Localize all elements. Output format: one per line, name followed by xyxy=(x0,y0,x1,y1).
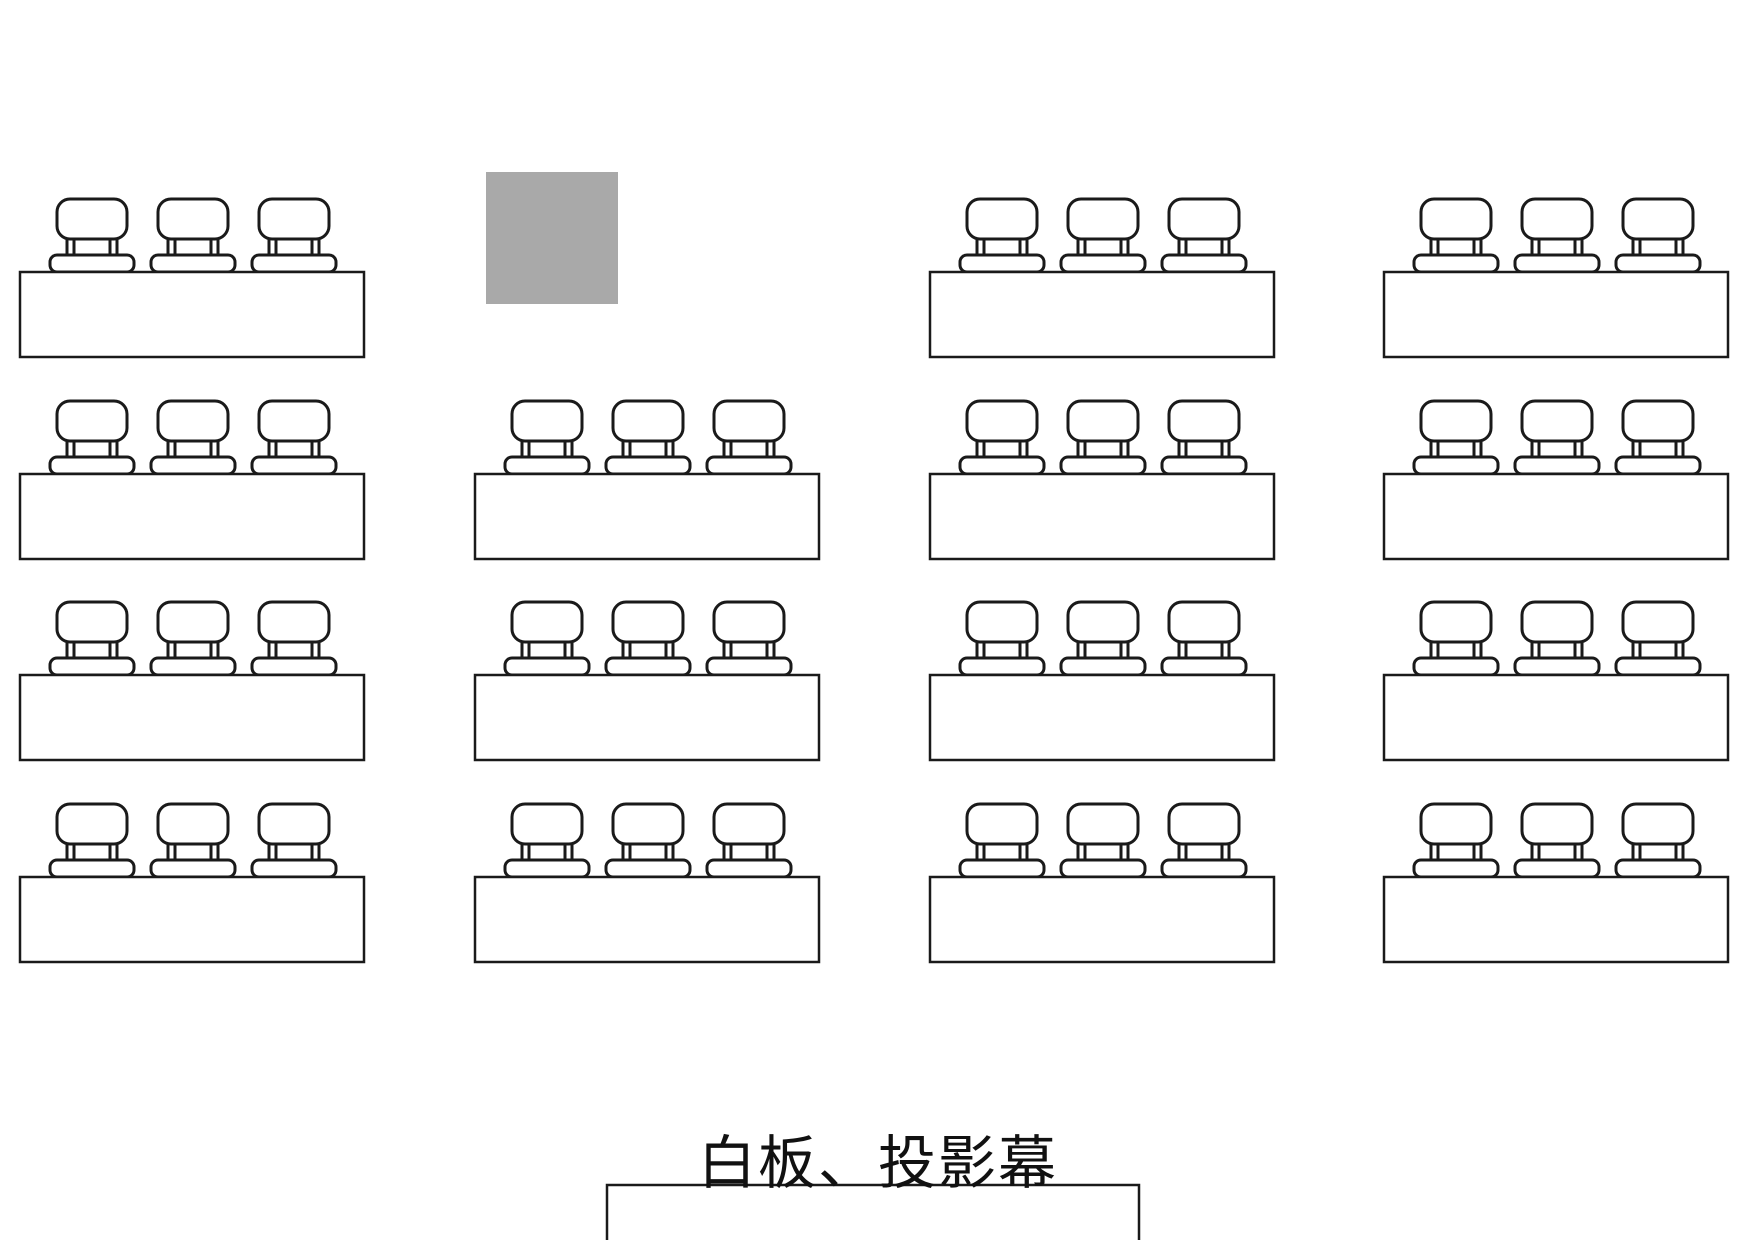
chair-icon xyxy=(1614,399,1702,476)
chair-icon xyxy=(604,600,692,677)
desk xyxy=(473,673,821,762)
chair-icon xyxy=(48,802,136,879)
chair-icon xyxy=(149,600,237,677)
chair-icon xyxy=(1513,399,1601,476)
desk-group xyxy=(1382,802,1730,964)
chair-icon xyxy=(705,600,793,677)
desk xyxy=(1382,270,1730,359)
chair-icon xyxy=(958,399,1046,476)
whiteboard-label: 白板、投影幕 xyxy=(697,1129,1058,1197)
chair-icon xyxy=(149,399,237,476)
chair-icon xyxy=(48,600,136,677)
desk xyxy=(473,472,821,561)
desk-group xyxy=(18,802,366,964)
desk xyxy=(1382,472,1730,561)
desk xyxy=(18,472,366,561)
chair-icon xyxy=(1160,802,1248,879)
chair-icon xyxy=(48,399,136,476)
chair-icon xyxy=(958,197,1046,274)
chair-icon xyxy=(705,399,793,476)
chair-icon xyxy=(1412,399,1500,476)
desk xyxy=(18,270,366,359)
chair-icon xyxy=(149,197,237,274)
chair-icon xyxy=(958,600,1046,677)
desk-group xyxy=(18,600,366,762)
desk xyxy=(1382,673,1730,762)
chair-icon xyxy=(604,802,692,879)
chair-icon xyxy=(1160,197,1248,274)
chair-icon xyxy=(604,399,692,476)
desk-group xyxy=(473,600,821,762)
empty-desk-marker xyxy=(486,172,618,304)
chair-icon xyxy=(1059,802,1147,879)
desk xyxy=(18,673,366,762)
desk xyxy=(928,673,1276,762)
chair-icon xyxy=(1513,802,1601,879)
chair-icon xyxy=(503,600,591,677)
desk-group xyxy=(928,197,1276,359)
whiteboard xyxy=(605,1183,1141,1240)
desk-group xyxy=(928,399,1276,561)
desk-group xyxy=(928,600,1276,762)
desk-group xyxy=(473,802,821,964)
desk-group xyxy=(1382,600,1730,762)
chair-icon xyxy=(1059,197,1147,274)
chair-icon xyxy=(503,802,591,879)
desk-group xyxy=(473,399,821,561)
chair-icon xyxy=(1513,197,1601,274)
chair-icon xyxy=(1059,399,1147,476)
desk xyxy=(1382,875,1730,964)
chair-icon xyxy=(48,197,136,274)
chair-icon xyxy=(1059,600,1147,677)
chair-icon xyxy=(503,399,591,476)
desk xyxy=(18,875,366,964)
chair-icon xyxy=(250,802,338,879)
chair-icon xyxy=(1614,600,1702,677)
chair-icon xyxy=(1412,197,1500,274)
chair-icon xyxy=(149,802,237,879)
chair-icon xyxy=(1513,600,1601,677)
chair-icon xyxy=(250,197,338,274)
chair-icon xyxy=(1412,600,1500,677)
chair-icon xyxy=(1160,600,1248,677)
desk xyxy=(928,472,1276,561)
chair-icon xyxy=(1412,802,1500,879)
chair-icon xyxy=(1614,802,1702,879)
chair-icon xyxy=(250,399,338,476)
chair-icon xyxy=(958,802,1046,879)
desk-group xyxy=(18,399,366,561)
desk xyxy=(928,270,1276,359)
desk-group xyxy=(928,802,1276,964)
chair-icon xyxy=(705,802,793,879)
chair-icon xyxy=(1160,399,1248,476)
desk xyxy=(473,875,821,964)
desk-group xyxy=(1382,197,1730,359)
desk-group xyxy=(1382,399,1730,561)
chair-icon xyxy=(1614,197,1702,274)
desk-group xyxy=(18,197,366,359)
chair-icon xyxy=(250,600,338,677)
desk xyxy=(928,875,1276,964)
